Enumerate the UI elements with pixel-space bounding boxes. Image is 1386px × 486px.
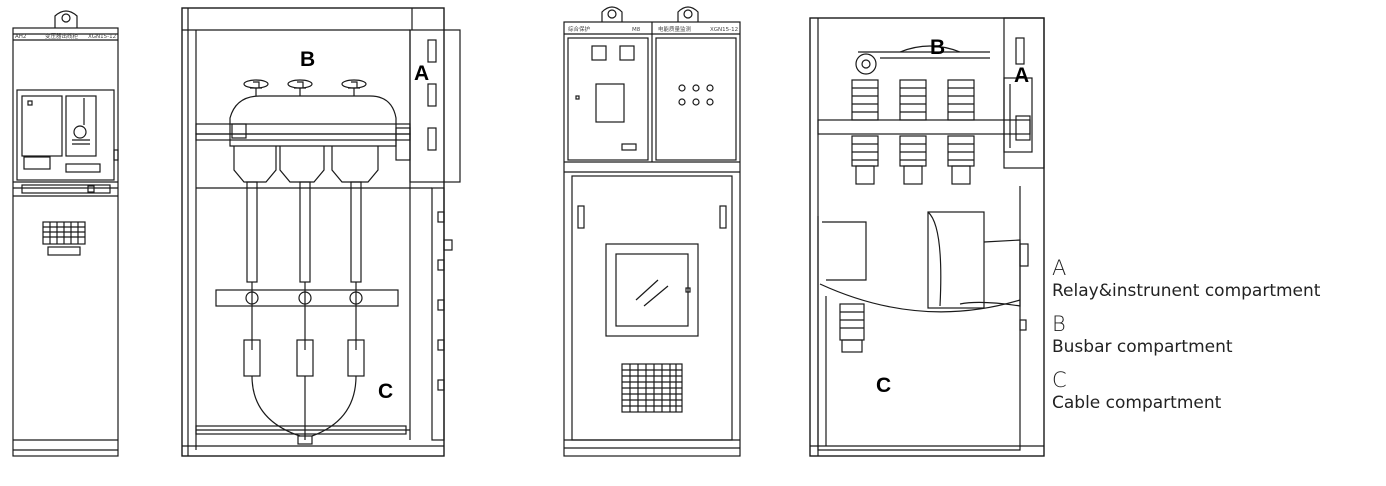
legend-item-b: B Busbar compartment [1052, 312, 1382, 358]
vent-grille-right [621, 363, 683, 413]
front-view-cabinet-3: 综合保护 M8 电能质量监测 XGN15-12 [563, 6, 741, 457]
vent-grille-left [42, 221, 86, 256]
front-left-label-1: AH2 [15, 34, 26, 40]
insulator-1 [851, 79, 879, 185]
front-right-label-4: XGN15-12 [710, 27, 738, 33]
marker-c-right: C [876, 374, 891, 397]
legend-letter-a: A [1052, 256, 1067, 280]
front-right-label-2: M8 [632, 27, 641, 33]
legend-text-a: Relay&instrunent compartment [1052, 281, 1321, 301]
front-right-label-3: 电能质量监测 [658, 25, 692, 33]
insulator-2 [899, 79, 927, 185]
insulator-3 [947, 79, 975, 185]
marker-a-right: A [1014, 64, 1029, 87]
legend-item-a: A Relay&instrunent compartment [1052, 256, 1382, 302]
side-view-cabinet-4: B A C [809, 17, 1045, 457]
front-view-cabinet-1: AH2 变压器出线柜 XGN15-12 [12, 10, 119, 457]
front-right-label-1: 综合保护 [568, 25, 591, 33]
side-view-cabinet-2: B A C [181, 7, 461, 457]
marker-c-left: C [378, 380, 393, 403]
legend-text-c: Cable compartment [1052, 393, 1222, 413]
front-left-label-2: 变压器出线柜 [45, 32, 79, 40]
marker-a-left: A [414, 62, 429, 85]
front-left-label-3: XGN15-12 [88, 34, 116, 40]
marker-b-left: B [300, 48, 315, 71]
marker-b-right: B [930, 36, 945, 59]
legend: A Relay&instrunent compartment B Busbar … [1052, 256, 1382, 424]
legend-letter-c: C [1052, 368, 1067, 392]
legend-item-c: C Cable compartment [1052, 368, 1382, 414]
legend-text-b: Busbar compartment [1052, 337, 1233, 357]
legend-letter-b: B [1052, 312, 1066, 336]
